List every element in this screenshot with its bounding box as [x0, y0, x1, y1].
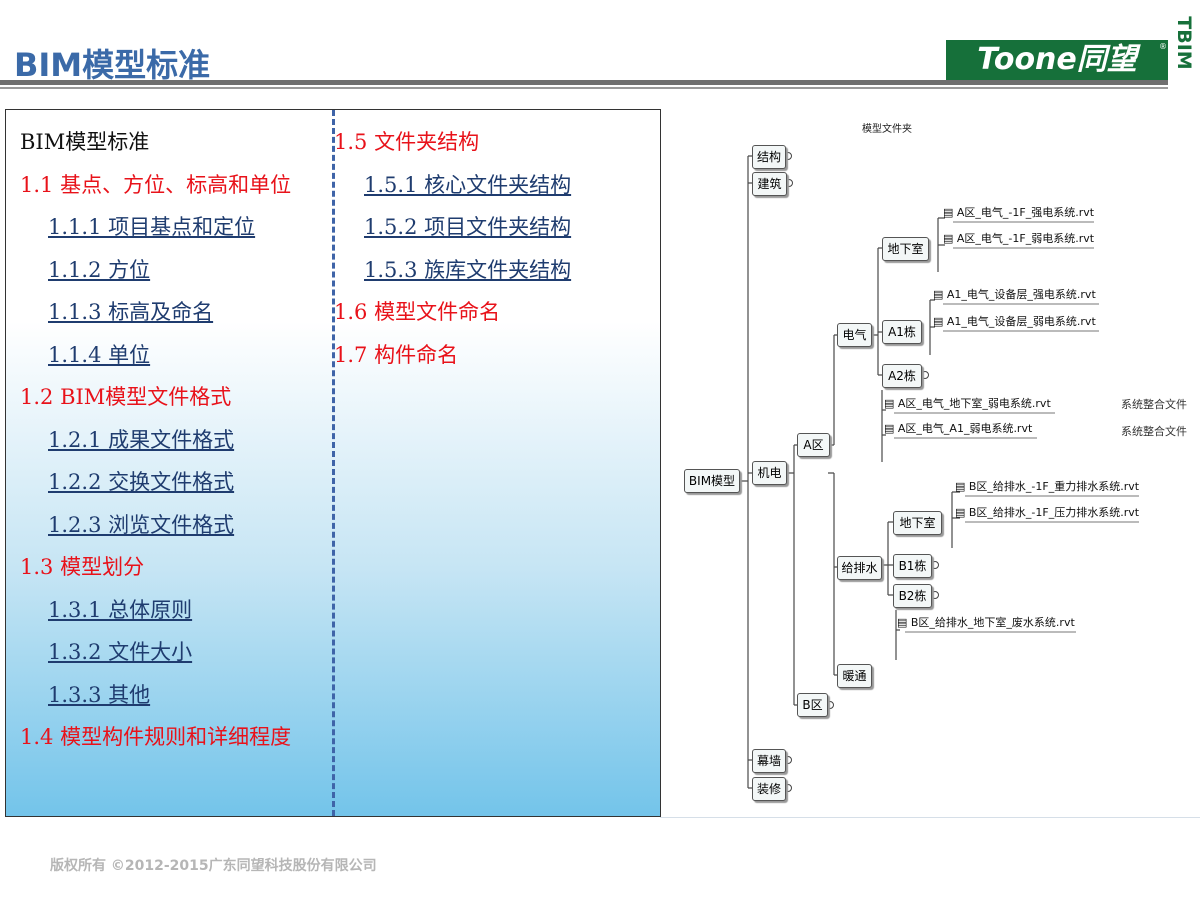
node-zhuangxiu[interactable]: 装修: [752, 777, 786, 801]
file-item[interactable]: ▤ A1_电气_设备层_强电系统.rvt: [933, 288, 1096, 301]
footer-copyright: 版权所有 ©2012-2015广东同望科技股份有限公司: [50, 858, 377, 874]
toc-section: 1.4 模型构件规则和详细程度: [20, 725, 292, 749]
node-a-zone[interactable]: A区: [797, 433, 830, 457]
side-label: 系统整合文件: [1121, 398, 1187, 411]
toc-section: 1.3 模型划分: [20, 555, 145, 579]
node-b1-building[interactable]: B1栋: [893, 554, 932, 578]
mindmap-title: 模型文件夹: [862, 124, 912, 135]
brand-vertical-text: TBIM: [1173, 16, 1195, 70]
toc-panel: BIM模型标准 1.1 基点、方位、标高和单位 1.1.1 项目基点和定位 1.1.2…: [5, 109, 661, 817]
node-a2-building[interactable]: A2栋: [882, 364, 922, 388]
file-name: B区_给排水_地下室_废水系统.rvt: [910, 616, 1075, 629]
file-item[interactable]: ▤ A区_电气_-1F_弱电系统.rvt: [943, 232, 1095, 245]
file-name: B区_给排水_-1F_压力排水系统.rvt: [968, 506, 1140, 519]
toc-sublink[interactable]: 1.3.3 其他: [48, 682, 151, 707]
file-item[interactable]: ▤ A区_电气_-1F_强电系统.rvt: [943, 206, 1095, 219]
toc-sublink[interactable]: 1.3.1 总体原则: [48, 597, 193, 622]
toc-sublink[interactable]: 1.3.2 文件大小: [48, 640, 193, 664]
brand-vertical: TBIM: [1170, 6, 1196, 80]
toc-sublink[interactable]: 1.2.3 浏览文件格式: [48, 512, 235, 537]
node-muqiang[interactable]: 幕墙: [752, 749, 786, 773]
brand-logo: Toone同望: [946, 40, 1168, 80]
toc-divider: [332, 110, 335, 816]
registered-mark: ®: [1159, 42, 1167, 51]
toc-sublink[interactable]: 1.2.1 成果文件格式: [48, 427, 235, 452]
header-rule-thin: [0, 87, 1168, 89]
toc-section: 1.5 文件夹结构: [334, 130, 480, 154]
node-b2-building[interactable]: B2栋: [893, 584, 932, 608]
brand-logo-text: Toone同望: [977, 42, 1137, 77]
toc-sublink[interactable]: 1.5.1 核心文件夹结构: [364, 172, 572, 197]
toc-sublink[interactable]: 1.5.2 项目文件夹结构: [364, 215, 572, 239]
node-jidian[interactable]: 机电: [752, 461, 787, 485]
file-item[interactable]: ▤ B区_给排水_-1F_压力排水系统.rvt: [955, 506, 1140, 519]
file-name: A区_电气_A1_弱电系统.rvt: [897, 422, 1033, 435]
file-item[interactable]: ▤ A区_电气_A1_弱电系统.rvt: [884, 422, 1033, 435]
toc-section: 1.2 BIM模型文件格式: [20, 385, 232, 409]
toc-section: 1.7 构件命名: [334, 342, 459, 367]
file-item[interactable]: ▤ B区_给排水_-1F_重力排水系统.rvt: [955, 480, 1140, 493]
file-item[interactable]: ▤ B区_给排水_地下室_废水系统.rvt: [897, 616, 1075, 629]
file-name: B区_给排水_-1F_重力排水系统.rvt: [968, 480, 1140, 493]
toc-sublink[interactable]: 1.1.1 项目基点和定位: [48, 215, 256, 239]
page-title: BIM模型标准: [14, 46, 211, 84]
node-a-basement[interactable]: 地下室: [882, 237, 929, 261]
toc-sublink[interactable]: 1.2.2 交换文件格式: [48, 470, 235, 494]
node-nuantong[interactable]: 暖通: [837, 664, 872, 688]
toc-section: 1.6 模型文件命名: [334, 300, 501, 324]
file-item[interactable]: ▤ A区_电气_地下室_弱电系统.rvt: [884, 397, 1051, 410]
node-b-zone[interactable]: B区: [797, 693, 828, 717]
side-label: 系统整合文件: [1121, 425, 1187, 438]
file-item[interactable]: ▤ A1_电气_设备层_弱电系统.rvt: [933, 315, 1096, 328]
toc-sublink[interactable]: 1.1.3 标高及命名: [48, 300, 214, 324]
file-name: A区_电气_地下室_弱电系统.rvt: [897, 397, 1051, 410]
node-dianqi[interactable]: 电气: [837, 323, 872, 347]
toc-sublink[interactable]: 1.1.2 方位: [48, 257, 151, 282]
node-jiegou[interactable]: 结构: [752, 145, 786, 169]
file-name: A区_电气_-1F_弱电系统.rvt: [956, 232, 1095, 245]
toc-sublink[interactable]: 1.1.4 单位: [48, 342, 151, 367]
file-name: A1_电气_设备层_强电系统.rvt: [946, 288, 1096, 301]
mindmap-root-node[interactable]: BIM模型: [684, 469, 740, 493]
header-rule: [0, 80, 1168, 85]
node-geipaishui[interactable]: 给排水: [837, 556, 882, 580]
toc-heading: BIM模型标准: [20, 130, 150, 154]
bottom-rule: [660, 817, 1200, 818]
node-jianzhu[interactable]: 建筑: [752, 172, 787, 196]
node-a1-building[interactable]: A1栋: [882, 320, 922, 344]
file-name: A区_电气_-1F_强电系统.rvt: [956, 206, 1095, 219]
file-name: A1_电气_设备层_弱电系统.rvt: [946, 315, 1096, 328]
toc-sublink[interactable]: 1.5.3 族库文件夹结构: [364, 257, 572, 282]
node-b-basement[interactable]: 地下室: [893, 511, 942, 535]
toc-section: 1.1 基点、方位、标高和单位: [20, 172, 292, 197]
